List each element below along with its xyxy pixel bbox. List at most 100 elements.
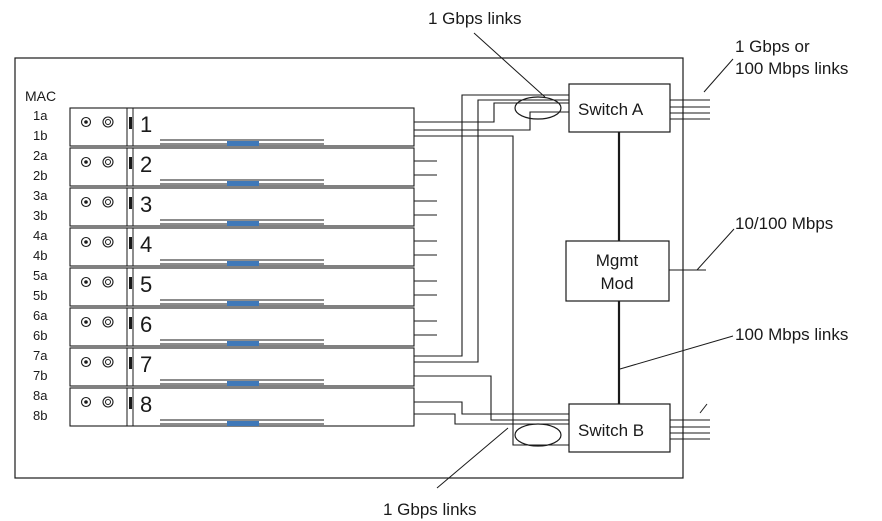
blade-switch-wiring: [414, 94, 569, 446]
blade-number: 8: [140, 392, 152, 417]
blade-handle-grip: [227, 341, 259, 346]
blade-handle-grip: [227, 261, 259, 266]
blade-handle-grip: [227, 221, 259, 226]
power-led-icon-dot: [84, 280, 88, 284]
wire-1a-switch-a: [414, 102, 569, 123]
switch-a: Switch A: [568, 83, 671, 133]
activity-led-icon-inner: [105, 279, 111, 285]
chassis-frame: [14, 57, 684, 479]
mac-label-a: 2a: [33, 148, 48, 163]
wire-7a-switch-a-outer: [414, 94, 569, 357]
mac-label-a: 6a: [33, 308, 48, 323]
blade-number: 4: [140, 232, 152, 257]
mac-label-b: 4b: [33, 248, 47, 263]
wire-8b-switch-b: [414, 413, 569, 425]
blade-handle-grip: [227, 141, 259, 146]
mgmt-module-box: [565, 240, 670, 302]
blade-handle-grip: [227, 381, 259, 386]
mac-label-a: 5a: [33, 268, 48, 283]
blade-7: 7: [69, 347, 415, 387]
switch-b-box: [568, 403, 671, 453]
activity-led-icon-inner: [105, 159, 111, 165]
mac-label-b: 6b: [33, 328, 47, 343]
mac-label-b: 7b: [33, 368, 47, 383]
mgmt-module-line1: Mgmt: [596, 251, 639, 270]
power-led-icon-dot: [84, 360, 88, 364]
mgmt-module-line2: Mod: [600, 274, 633, 293]
blade-latch-icon: [129, 157, 132, 169]
power-led-icon-dot: [84, 120, 88, 124]
label-bottom-links: 1 Gbps links: [383, 500, 477, 519]
blade-latch-icon: [129, 237, 132, 249]
blade-number: 3: [140, 192, 152, 217]
blade-number: 2: [140, 152, 152, 177]
blade-number: 6: [140, 312, 152, 337]
blade-number: 1: [140, 112, 152, 137]
mac-label-a: 3a: [33, 188, 48, 203]
blade-handle-grip: [227, 301, 259, 306]
mac-label-b: 5b: [33, 288, 47, 303]
blade-4: 4: [69, 227, 415, 267]
activity-led-icon-inner: [105, 399, 111, 405]
wire-7a-switch-a: [414, 99, 569, 363]
leader-uplink-a: [703, 58, 734, 93]
leader-bottom-links: [436, 427, 509, 489]
activity-led-icon-inner: [105, 359, 111, 365]
label-uplink-line2: 100 Mbps links: [735, 59, 848, 78]
leader-uplink-b: [699, 403, 708, 414]
switch-a-box: [568, 83, 671, 133]
blade-number: 5: [140, 272, 152, 297]
leader-top-links: [473, 32, 546, 98]
blade-latch-icon: [129, 397, 132, 409]
switch-b-label: Switch B: [578, 421, 644, 440]
power-led-icon-dot: [84, 320, 88, 324]
switch-b: Switch B: [568, 403, 671, 453]
mac-label-b: 1b: [33, 128, 47, 143]
label-top-links: 1 Gbps links: [428, 9, 522, 28]
blade-latch-icon: [129, 357, 132, 369]
mac-label-a: 7a: [33, 348, 48, 363]
link-bundle-oval-b: [514, 423, 562, 447]
power-led-icon-dot: [84, 400, 88, 404]
activity-led-icon-inner: [105, 199, 111, 205]
mac-label-a: 1a: [33, 108, 48, 123]
wire-8a-switch-b: [414, 401, 569, 415]
label-internal-links: 100 Mbps links: [735, 325, 848, 344]
power-led-icon-dot: [84, 240, 88, 244]
leader-internal-links: [619, 335, 734, 370]
activity-led-icon-inner: [105, 239, 111, 245]
label-uplink-line1: 1 Gbps or: [735, 37, 810, 56]
blade-latch-icon: [129, 277, 132, 289]
label-mgmt-link: 10/100 Mbps: [735, 214, 833, 233]
blade-number: 7: [140, 352, 152, 377]
mac-label-a: 4a: [33, 228, 48, 243]
port-stubs: [414, 160, 437, 336]
blade-3: 3: [69, 187, 415, 227]
blade-2: 2: [69, 147, 415, 187]
blade-1: 1: [69, 107, 415, 147]
wire-1b-switch-b-inner: [414, 111, 569, 131]
power-led-icon-dot: [84, 160, 88, 164]
mgmt-module: Mgmt Mod: [565, 240, 670, 302]
external-uplinks: [669, 99, 710, 440]
mac-header: MAC: [25, 88, 56, 104]
blade-latch-icon: [129, 117, 132, 129]
blade-latch-icon: [129, 317, 132, 329]
blade-handle-grip: [227, 181, 259, 186]
leader-mgmt-link: [696, 228, 735, 271]
blade-5: 5: [69, 267, 415, 307]
wire-7b-switch-b: [414, 375, 569, 421]
leader-lines: [436, 32, 735, 489]
mac-label-b: 3b: [33, 208, 47, 223]
mac-label-b: 8b: [33, 408, 47, 423]
switch-a-label: Switch A: [578, 100, 644, 119]
mac-label-b: 2b: [33, 168, 47, 183]
blade-handle-grip: [227, 421, 259, 426]
power-led-icon-dot: [84, 200, 88, 204]
activity-led-icon-inner: [105, 119, 111, 125]
activity-led-icon-inner: [105, 319, 111, 325]
blade-latch-icon: [129, 197, 132, 209]
